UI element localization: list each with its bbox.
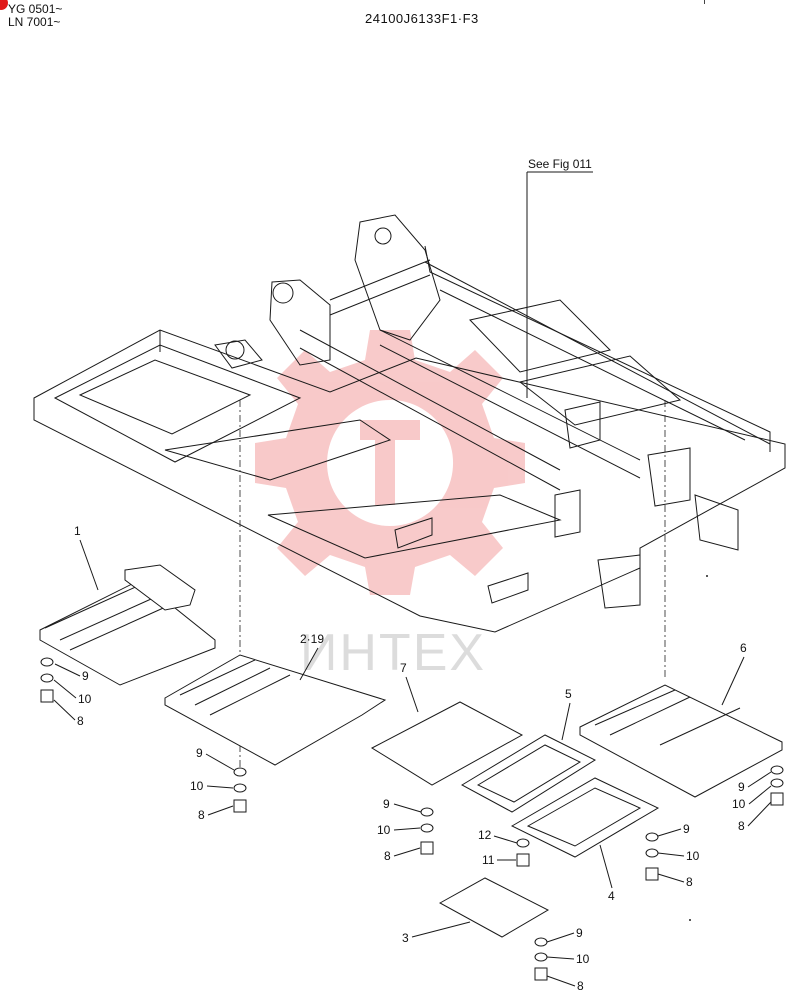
leader-part-3 xyxy=(411,921,471,938)
label-part-2: 2·19 xyxy=(300,632,324,646)
label-part-6: 6 xyxy=(740,641,747,655)
upper-frame-assembly xyxy=(33,214,786,633)
label-washer-9d: 9 xyxy=(738,780,745,794)
reference-note: See Fig 011 xyxy=(528,157,592,171)
leader-part-6 xyxy=(721,656,745,706)
label-washer-10a: 10 xyxy=(78,692,92,706)
label-part-7: 7 xyxy=(400,661,407,675)
leader-9d xyxy=(747,771,772,788)
label-part-4: 4 xyxy=(608,889,615,903)
leader-9b xyxy=(205,753,235,771)
label-part-1: 1 xyxy=(74,524,81,538)
label-bolt-8e: 8 xyxy=(686,875,693,889)
label-washer-9c: 9 xyxy=(383,797,390,811)
label-washer-9e: 9 xyxy=(683,822,690,836)
serial-line-1: YG 0501~ xyxy=(8,2,63,16)
part-5-frame-plate xyxy=(460,734,597,813)
leader-part-7 xyxy=(405,676,419,713)
label-bolt-8a: 8 xyxy=(77,714,84,728)
leader-9f xyxy=(546,932,575,943)
leader-8a xyxy=(53,699,76,721)
label-bolt-11: 11 xyxy=(482,853,495,867)
part-2-floor-plate xyxy=(164,654,387,766)
watermark-text: ИНТЕХ xyxy=(300,624,486,682)
label-washer-9b: 9 xyxy=(196,746,203,760)
leader-9a xyxy=(54,663,81,677)
fastener-stack-part-7 xyxy=(420,807,434,855)
label-washer-9a: 9 xyxy=(82,669,89,683)
label-washer-10f: 10 xyxy=(576,952,590,966)
reference-callout: See Fig 011 xyxy=(526,157,593,398)
label-washer-10c: 10 xyxy=(377,823,391,837)
leader-10b xyxy=(206,785,234,789)
fastener-stack-part-4-right xyxy=(645,832,659,881)
part-6-floor-plate xyxy=(579,684,783,798)
corner-tick xyxy=(704,0,705,4)
label-washer-10d: 10 xyxy=(732,797,746,811)
part-4-frame-plate xyxy=(510,777,660,858)
label-bolt-8c: 8 xyxy=(384,849,391,863)
leader-8e xyxy=(657,873,685,883)
leader-9c xyxy=(393,803,422,813)
leader-8b xyxy=(207,805,234,816)
red-corner-badge xyxy=(0,0,8,10)
stray-dot xyxy=(689,919,691,921)
leader-10e xyxy=(657,852,685,857)
label-bolt-8b: 8 xyxy=(198,808,205,822)
drawing-number: 24100J6133F1·F3 xyxy=(365,11,479,26)
label-bolt-8f: 8 xyxy=(577,979,584,993)
leader-part-2 xyxy=(299,647,319,681)
fastener-stack-part-2 xyxy=(233,767,247,813)
serial-line-2: LN 7001~ xyxy=(8,15,61,29)
watermark-gear-icon xyxy=(255,330,525,595)
fastener-stack-part-3 xyxy=(534,937,548,981)
leader-8c xyxy=(393,847,421,857)
part-1-floor-plate xyxy=(39,564,216,686)
leader-12 xyxy=(493,835,518,844)
label-washer-10b: 10 xyxy=(190,779,204,793)
leader-10a xyxy=(53,679,77,699)
label-part-3: 3 xyxy=(402,931,409,945)
label-bolt-8d: 8 xyxy=(738,819,745,833)
fastener-stack-part-1 xyxy=(40,657,54,703)
leader-10d xyxy=(748,785,772,805)
leader-10c xyxy=(393,827,421,831)
label-nut-12: 12 xyxy=(478,828,492,842)
leader-8d xyxy=(747,801,772,827)
watermark: ИНТЕХ xyxy=(255,330,525,682)
leader-part-5 xyxy=(561,702,571,741)
part-3-cover-plate xyxy=(438,877,550,938)
fastener-stack-part-6-right xyxy=(770,765,784,806)
leader-part-1 xyxy=(79,539,99,591)
part-7-cover-plate xyxy=(370,701,524,786)
label-washer-10e: 10 xyxy=(686,849,700,863)
stray-dot xyxy=(706,575,708,577)
fastener-stack-part-4 xyxy=(516,838,530,867)
serial-range: YG 0501~ LN 7001~ xyxy=(8,3,62,29)
leader-10f xyxy=(546,956,575,960)
label-washer-9f: 9 xyxy=(576,926,583,940)
label-part-5: 5 xyxy=(565,687,572,701)
leader-9e xyxy=(657,828,682,837)
leader-8f xyxy=(546,975,576,987)
leader-part-4 xyxy=(599,844,613,889)
